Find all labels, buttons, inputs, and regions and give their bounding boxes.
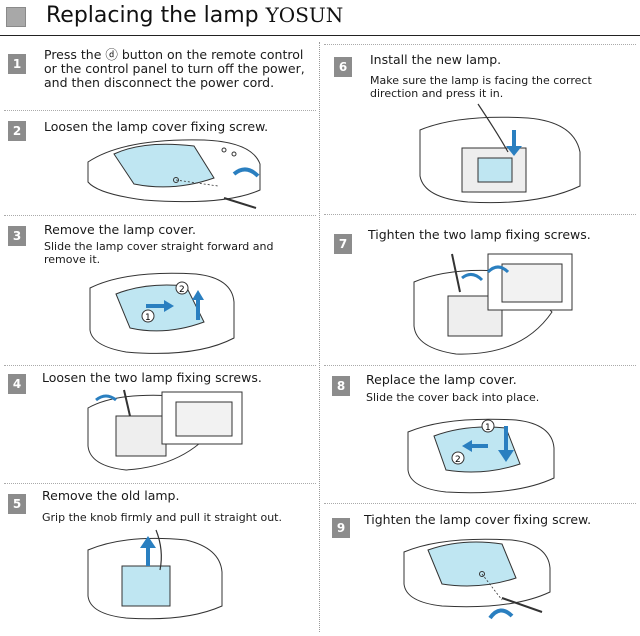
callout-1: 1: [145, 313, 151, 323]
brand-text: YOSUN: [265, 3, 344, 27]
step-5-illustration: [86, 526, 226, 626]
step-6-illustration: [418, 102, 584, 208]
step-4-illustration: [86, 386, 246, 476]
callout-2: 2: [179, 285, 185, 295]
step-5-subtitle: Grip the knob firmly and pull it straigh…: [42, 511, 282, 524]
step-2-title: Loosen the lamp cover fixing screw.: [44, 119, 269, 134]
step-2-number: 2: [8, 121, 26, 141]
step-9-illustration: [402, 530, 552, 630]
step-separator: [4, 483, 316, 484]
step-8-title: Replace the lamp cover.: [366, 372, 517, 387]
step-separator: [4, 110, 316, 111]
step-2-illustration: [84, 134, 264, 212]
step-separator: [4, 365, 316, 366]
step-1-number: 1: [8, 54, 26, 74]
step-1-title: Press the ⓓ button on the remote control…: [44, 47, 305, 90]
step-6-subtitle: Make sure the lamp is facing the correct…: [370, 74, 592, 100]
step-7-illustration: [412, 252, 578, 358]
page-title: Replacing the lamp YOSUN: [46, 3, 343, 28]
title-text: Replacing the lamp: [46, 3, 259, 28]
step-9-title: Tighten the lamp cover fixing screw.: [364, 512, 592, 527]
header-rule: [0, 35, 640, 36]
step-separator: [324, 503, 636, 504]
step-separator: [324, 365, 636, 366]
step-7-title: Tighten the two lamp fixing screws.: [368, 227, 591, 242]
step-4-number: 4: [8, 374, 26, 394]
step-7-number: 7: [334, 234, 352, 254]
step-8-illustration: 2 1: [406, 412, 556, 496]
step-separator: [324, 44, 636, 45]
callout-2: 2: [455, 455, 461, 465]
step-separator: [324, 214, 636, 215]
step-6-number: 6: [334, 57, 352, 77]
step-6-title: Install the new lamp.: [370, 52, 502, 67]
step-3-number: 3: [8, 226, 26, 246]
step-3-subtitle: Slide the lamp cover straight forward an…: [44, 240, 274, 266]
step-8-subtitle: Slide the cover back into place.: [366, 391, 540, 404]
step-separator: [4, 215, 316, 216]
column-divider: [319, 42, 320, 632]
step-8-number: 8: [332, 376, 350, 396]
step-5-number: 5: [8, 494, 26, 514]
step-4-title: Loosen the two lamp fixing screws.: [42, 370, 262, 385]
header-square-icon: [6, 7, 26, 27]
page-header: Replacing the lamp YOSUN: [0, 0, 640, 40]
step-3-illustration: 1 2: [86, 268, 236, 360]
step-9-number: 9: [332, 518, 350, 538]
step-5-title: Remove the old lamp.: [42, 488, 180, 503]
step-3-title: Remove the lamp cover.: [44, 222, 196, 237]
callout-1: 1: [485, 423, 491, 433]
